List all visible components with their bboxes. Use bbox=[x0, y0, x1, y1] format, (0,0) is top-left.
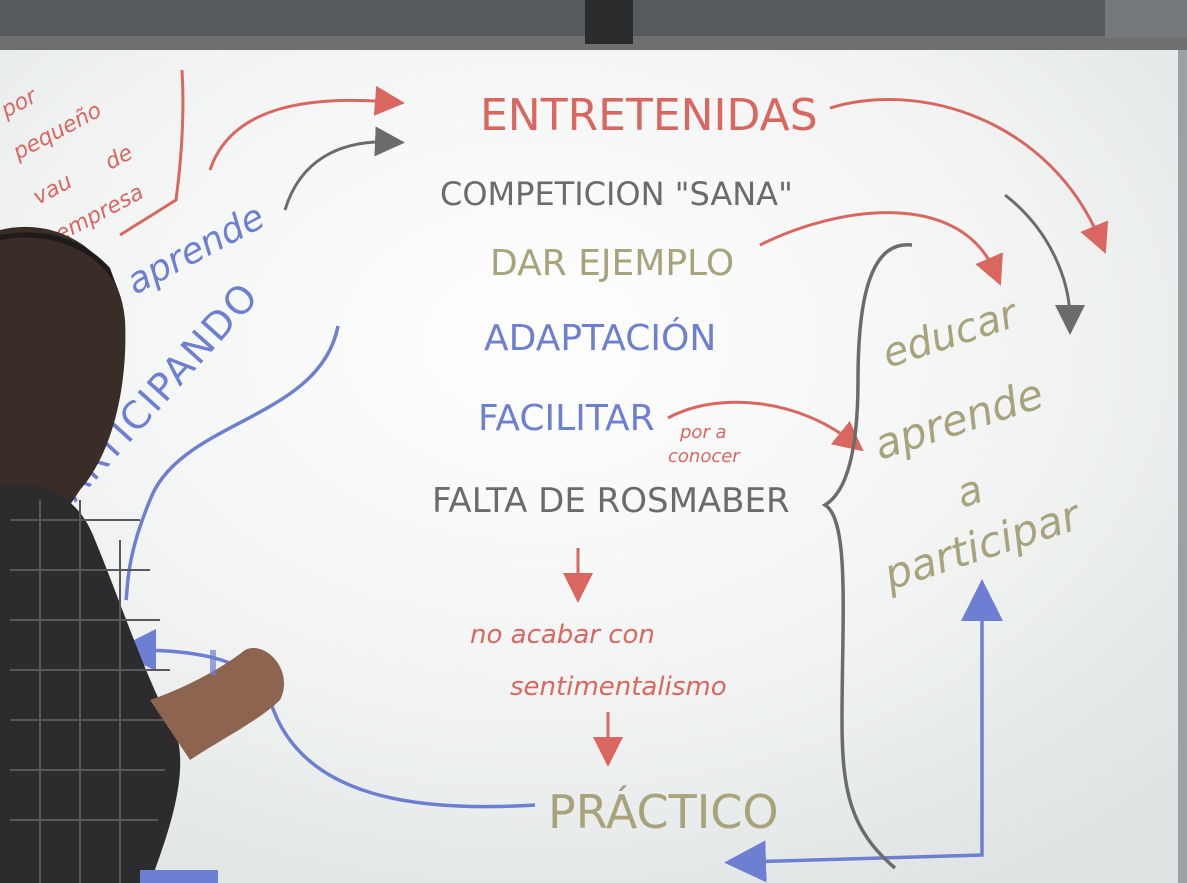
outcome-line-2: sentimentalismo bbox=[510, 672, 727, 702]
list-item-dar-ejemplo: DAR EJEMPLO bbox=[490, 243, 734, 284]
outcome-line-1: no acabar con bbox=[470, 620, 655, 650]
side-note-line-1: por a bbox=[679, 422, 727, 443]
projector-mount bbox=[585, 0, 633, 44]
center-list: ENTRETENIDAS COMPETICION "SANA" DAR EJEM… bbox=[432, 90, 818, 521]
practico-label: PRÁCTICO bbox=[548, 785, 779, 839]
loop-arrow-bottom bbox=[724, 600, 984, 883]
arrow-competicion-right bbox=[1004, 193, 1085, 335]
side-note-line-2: conocer bbox=[668, 446, 741, 467]
wall-panel bbox=[1105, 0, 1187, 38]
arrow-dar-ejemplo bbox=[759, 211, 1003, 286]
loop-arrow-left bbox=[114, 629, 536, 809]
presenter bbox=[0, 226, 285, 883]
bracket bbox=[821, 243, 913, 870]
list-item-adaptacion: ADAPTACIÓN bbox=[484, 317, 716, 359]
list-item-falta-de: FALTA DE ROSMABER bbox=[432, 481, 790, 521]
list-item-competicion: COMPETICION "SANA" bbox=[440, 175, 793, 213]
list-item-facilitar: FACILITAR bbox=[478, 398, 655, 439]
arrow-entretenidas-right bbox=[829, 97, 1109, 254]
arrow-to-competicion bbox=[283, 126, 405, 211]
board-frame-right bbox=[1178, 50, 1187, 883]
list-item-entretenidas: ENTRETENIDAS bbox=[480, 90, 818, 141]
wave-line bbox=[124, 325, 340, 601]
arrow-facilitar bbox=[667, 400, 864, 452]
note-divider bbox=[119, 69, 185, 237]
side-note: por a conocer bbox=[668, 422, 741, 467]
bottom-strip bbox=[140, 870, 218, 883]
arrow-to-entretenidas bbox=[208, 85, 405, 171]
